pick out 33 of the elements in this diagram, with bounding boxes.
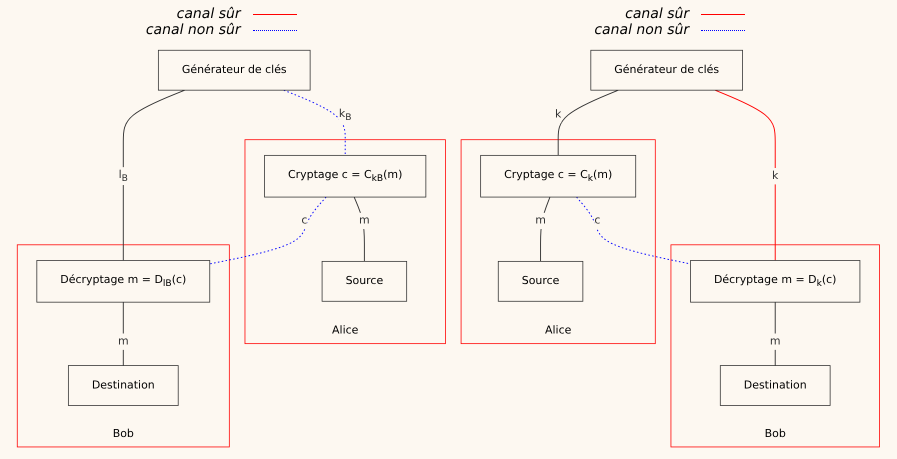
legend-text: canal non sûr <box>146 22 241 38</box>
connector <box>540 196 551 262</box>
connector <box>774 302 776 366</box>
edge-label: c <box>302 214 308 227</box>
connector <box>122 90 186 261</box>
node-box: Cryptage c = C$_{k}$(m) <box>480 154 636 198</box>
edge-label: m <box>118 335 129 348</box>
node-box: Décryptage m = D$_{lB}$(c) <box>36 260 210 303</box>
node-box: Source <box>498 260 584 302</box>
edge-label: k <box>772 170 779 182</box>
node-box: Générateur de clés <box>590 50 744 91</box>
node-box: Décryptage m = D$_{k}$(c) <box>690 260 860 303</box>
edge-label: k <box>555 108 562 121</box>
edge-label: m <box>535 214 546 227</box>
node-box: Cryptage c = C$_{kB}$(m) <box>264 154 426 198</box>
connector <box>283 90 346 156</box>
node-box: Destination <box>720 365 831 406</box>
legend-text: canal non sûr <box>594 22 690 38</box>
edge-label: l$_{B}$ <box>118 168 128 184</box>
edge-label: c <box>594 214 601 227</box>
connector <box>122 302 124 366</box>
connector <box>714 90 776 261</box>
legend-text: canal sûr <box>176 6 241 22</box>
node-box: Source <box>322 260 408 302</box>
connector <box>354 196 365 262</box>
node-box: Destination <box>68 365 179 406</box>
legend-text: canal sûr <box>624 6 690 22</box>
edge-label: m <box>770 335 781 348</box>
connector <box>209 196 327 264</box>
node-box: Générateur de clés <box>158 50 311 91</box>
edge-label: k$_{B}$ <box>339 107 352 122</box>
edge-label: m <box>359 214 370 227</box>
connector <box>558 90 619 156</box>
